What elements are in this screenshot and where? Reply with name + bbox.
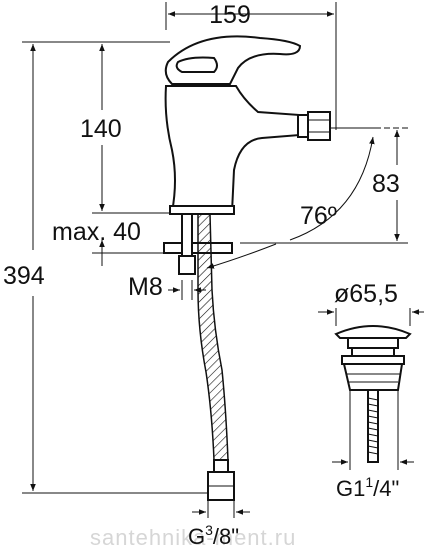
inlet-thread-label: G3/8" bbox=[188, 522, 239, 549]
flexible-hose: G3/8" bbox=[188, 213, 250, 549]
spout-height-dimension: 140 bbox=[80, 44, 172, 214]
pop-up-waste: ø65,5 G11/4" bbox=[318, 280, 424, 501]
outlet-height-dimension: 83 bbox=[240, 127, 408, 244]
watermark: santehnika-ment.ru bbox=[90, 525, 296, 549]
angle-dimension: 76º bbox=[206, 127, 380, 269]
width-label: 159 bbox=[209, 1, 251, 29]
width-dimension: 159 bbox=[165, 1, 337, 130]
max-deck-label: max. 40 bbox=[52, 218, 141, 246]
stud-label: M8 bbox=[128, 273, 163, 301]
outlet-height-label: 83 bbox=[372, 170, 400, 198]
total-height-dimension: 394 bbox=[3, 41, 208, 494]
faucet-body: M8 bbox=[128, 35, 331, 301]
spout-height-label: 140 bbox=[80, 115, 122, 143]
max-deck-dimension: max. 40 bbox=[52, 218, 172, 266]
waste-thread-label: G11/4" bbox=[336, 474, 399, 501]
total-height-label: 394 bbox=[3, 262, 45, 290]
waste-diameter-label: ø65,5 bbox=[334, 280, 398, 308]
angle-label: 76º bbox=[300, 202, 337, 230]
